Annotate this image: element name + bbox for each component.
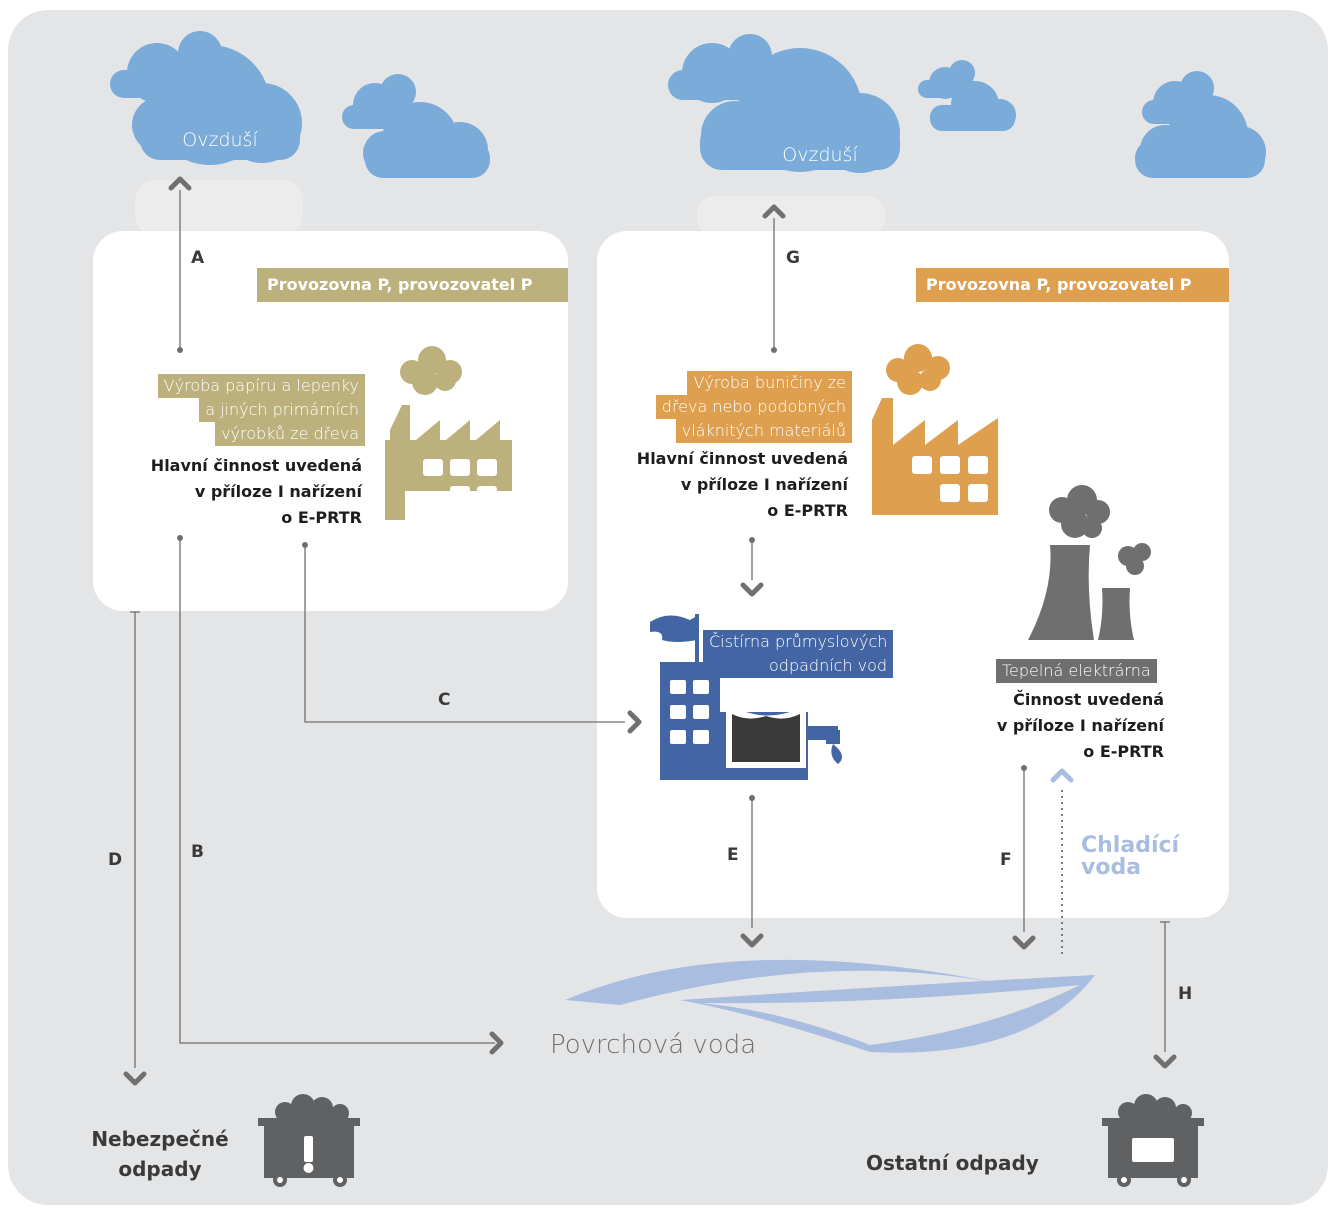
cooling-water-line: voda	[1081, 855, 1142, 880]
surface-water-label: Povrchová voda	[550, 1030, 757, 1060]
flow-label-b: B	[191, 842, 204, 862]
activity-line: Výroba papíru a lepenky	[157, 374, 365, 398]
power-plant-icon	[1028, 485, 1151, 640]
factory-icon	[385, 440, 405, 520]
flow-label-g: G	[786, 248, 800, 268]
facility-left-main-activity: Hlavní činnost uvedená v příloze I naříz…	[100, 453, 362, 531]
chevron-up-icon	[762, 204, 786, 219]
haze-left	[135, 180, 303, 235]
flow-lines	[130, 190, 1170, 1068]
haze-middle	[697, 196, 885, 236]
main-activity-line: o E-PRTR	[281, 508, 362, 527]
bin-details	[1121, 1138, 1187, 1183]
chevron-right-icon	[627, 710, 642, 734]
air-label-middle: Ovzduší	[782, 144, 858, 166]
main-activity-line: Hlavní činnost uvedená	[636, 449, 848, 468]
activity-line: a jiných primárních	[199, 398, 365, 422]
treatment-plant-label: Čistírna průmyslových odpadních vod	[703, 630, 923, 678]
treatment-label-line: odpadních vod	[703, 654, 894, 678]
flow-label-e: E	[727, 845, 739, 865]
main-activity-line: o E-PRTR	[767, 501, 848, 520]
facility-right-main-activity: Hlavní činnost uvedená v příloze I naříz…	[590, 446, 848, 524]
activity-line: Výroba buničiny ze	[687, 371, 852, 395]
flow-label-d: D	[108, 850, 123, 870]
main-activity-line: v příloze I nařízení	[680, 475, 848, 494]
cooling-water-label: Chladící voda	[1081, 835, 1179, 879]
factory-icon	[872, 344, 998, 515]
exclamation-icon	[277, 1136, 343, 1183]
activity-line: vláknitých materiálů	[675, 419, 852, 443]
chevron-up-icon	[1050, 768, 1074, 783]
water-wave	[700, 985, 1080, 1045]
chevron-down-icon	[1012, 935, 1036, 950]
flow-label-a: A	[191, 248, 205, 268]
cooling-water-line: Chladící	[1081, 833, 1180, 858]
hazardous-waste-line: Nebezpečné	[91, 1127, 229, 1151]
chevron-down-icon	[740, 582, 764, 597]
activity-line: dřeva nebo podobných	[655, 395, 852, 419]
facility-left-activity: Výroba papíru a lepenky a jiných primárn…	[100, 374, 365, 446]
chevron-up-icon	[168, 176, 192, 191]
chevron-down-icon	[740, 933, 764, 948]
flow-label-c: C	[438, 690, 451, 710]
main-activity-line: v příloze I nařízení	[194, 482, 362, 501]
flow-dots	[177, 347, 1027, 801]
facility-right-activity: Výroba buničiny ze dřeva nebo podobných …	[590, 371, 852, 443]
cloud-icon	[110, 31, 302, 165]
air-label-left: Ovzduší	[182, 129, 258, 151]
treatment-tank-water	[732, 714, 800, 762]
treatment-label-line: Čistírna průmyslových	[703, 630, 894, 654]
cloud-icon	[668, 34, 900, 173]
power-plant-main-activity: Činnost uvedená v příloze I nařízení o E…	[960, 687, 1164, 765]
chevron-down-icon	[123, 1071, 147, 1086]
plant-windows	[670, 680, 709, 744]
other-waste-label: Ostatní odpady	[866, 1151, 1039, 1175]
water-wave	[565, 959, 1030, 1005]
flow-label-h: H	[1178, 984, 1193, 1004]
hazardous-waste-label: Nebezpečné odpady	[80, 1124, 240, 1184]
activity-line: výrobků ze dřeva	[215, 422, 365, 446]
cloud-icon	[918, 60, 1016, 131]
flow-label-f: F	[1000, 850, 1012, 870]
hazardous-waste-line: odpady	[118, 1157, 202, 1181]
facility-left-tag: Provozovna P, provozovatel P	[257, 268, 568, 302]
factory-windows	[423, 459, 497, 503]
chevron-down-icon	[1153, 1054, 1177, 1069]
chevron-right-icon	[489, 1031, 504, 1055]
main-activity-line: Činnost uvedená	[1013, 690, 1164, 709]
main-activity-line: o E-PRTR	[1083, 742, 1164, 761]
main-activity-line: Hlavní činnost uvedená	[150, 456, 362, 475]
cloud-icon	[1135, 71, 1266, 178]
cloud-icon	[342, 74, 490, 178]
factory-windows	[912, 456, 988, 502]
power-plant-label: Tepelná elektrárna	[996, 659, 1157, 683]
facility-right-tag: Provozovna P, provozovatel P	[916, 268, 1229, 302]
main-activity-line: v příloze I nařízení	[996, 716, 1164, 735]
